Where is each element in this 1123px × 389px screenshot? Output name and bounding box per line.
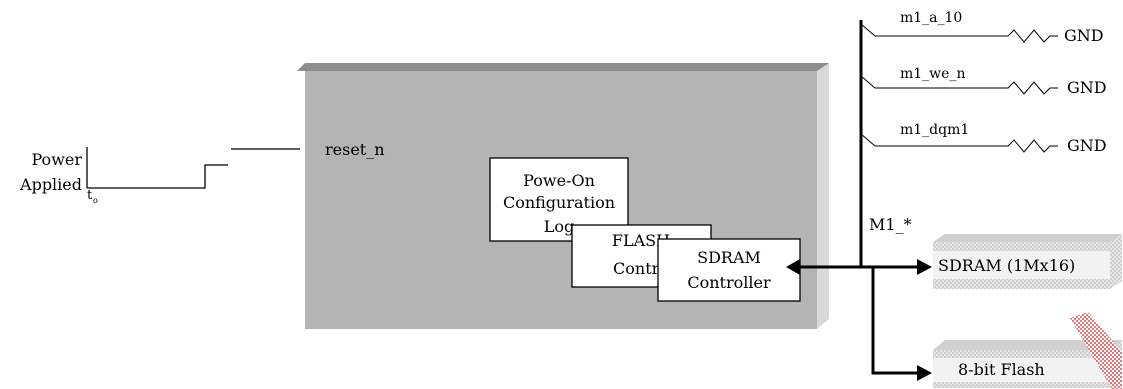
memory-bus: M1_* <box>786 20 932 381</box>
flash-chip: 8-bit Flash <box>933 312 1122 389</box>
signal-name: m1_we_n <box>900 66 965 82</box>
power-label-line1: Power <box>31 150 82 169</box>
bus-flash-branch <box>871 267 918 375</box>
time-label: t <box>87 188 93 203</box>
gnd-label: GND <box>1067 78 1107 97</box>
poc-line3: Log <box>544 217 575 236</box>
sdram-controller-box: SDRAM Controller <box>657 238 801 302</box>
bus-arrow-flash <box>917 365 932 381</box>
poc-line1: Powe-On <box>523 171 595 190</box>
bus-arrow-sdram <box>917 259 932 275</box>
power-label-line2: Applied <box>19 175 82 194</box>
flash-ctrl-line2: Contro <box>613 259 669 278</box>
power-step <box>87 164 228 189</box>
gnd-label: GND <box>1067 136 1107 155</box>
poc-line2: Configuration <box>503 193 615 212</box>
sdram-chip-label: SDRAM (1Mx16) <box>938 256 1075 275</box>
sdram-ctrl-line2: Controller <box>687 273 771 292</box>
time-subscript: o <box>93 196 98 205</box>
flash-decoration <box>1070 312 1122 389</box>
flash-ctrl-line1: FLASH <box>612 231 670 250</box>
flash-chip-label: 8-bit Flash <box>958 360 1045 379</box>
signal-name: m1_a_10 <box>900 10 962 26</box>
gnd-label: GND <box>1064 26 1104 45</box>
signal-name: m1_dqm1 <box>900 122 969 138</box>
signal-m1-we-n: m1_we_n GND <box>860 66 1107 97</box>
power-waveform: Power Applied t o <box>19 147 300 205</box>
reset-signal-label: reset_n <box>325 140 385 159</box>
fpga-block-right-bevel <box>817 63 829 329</box>
signal-m1-a-10: m1_a_10 GND <box>860 10 1104 45</box>
bus-arrow-left <box>786 259 800 275</box>
bus-label: M1_* <box>869 215 912 234</box>
sdram-chip: SDRAM (1Mx16) <box>933 234 1122 289</box>
sdram-ctrl-line1: SDRAM <box>697 248 761 267</box>
signal-m1-dqm1: m1_dqm1 GND <box>860 122 1107 155</box>
